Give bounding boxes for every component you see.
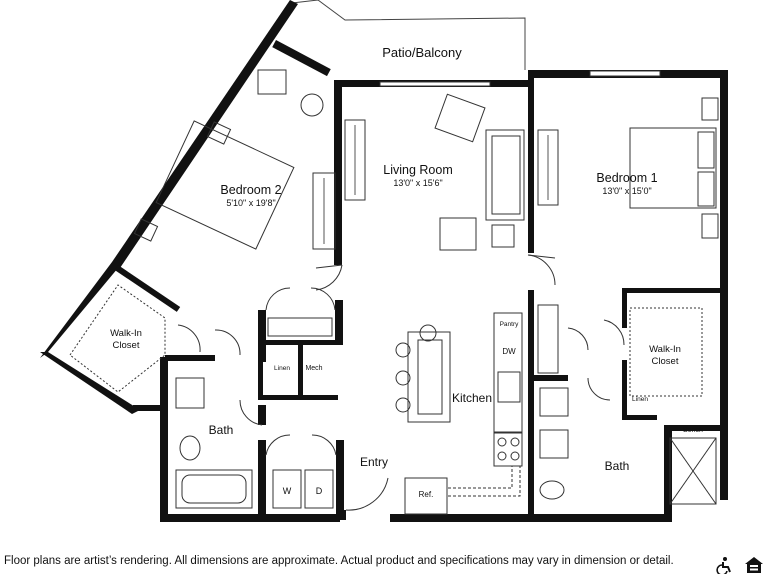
kitchen-label: Kitchen [452,391,492,405]
footer-logos [716,556,764,574]
walkin-closet-right-label-1: Walk-In [649,344,681,355]
walkin-closet-left-label-2: Closet [113,340,140,351]
kitchen-fixtures [395,312,523,515]
bath-right-label: Bath [605,459,630,473]
disclaimer: Floor plans are artist’s rendering. All … [4,555,674,567]
equal-housing-icon [745,557,763,573]
bedroom1-dims: 13'0" x 15'0" [602,186,651,196]
dw-label: DW [502,347,516,356]
patio [291,0,526,70]
exterior-walls [40,0,728,522]
interior-walls [112,78,722,520]
living-room-dims: 13'0" x 15'6" [393,178,442,188]
bedroom1-label: Bedroom 1 [596,171,657,185]
accessibility-icon [716,557,731,574]
pantry-label: Pantry [500,321,520,328]
mech-label: Mech [305,365,322,372]
dryer-label: D [316,486,323,496]
bedroom2-label: Bedroom 2 [220,183,281,197]
patio-label: Patio/Balcony [382,45,462,60]
linen-right-label: Linen [632,396,648,403]
living-room-furniture [344,93,525,251]
ref-label: Ref. [419,490,434,499]
bath-left-label: Bath [209,423,234,437]
walkin-closet-left-label-1: Walk-In [110,328,142,339]
bedroom1-furniture [537,97,719,239]
walkin-closet-right-label-2: Closet [652,356,679,367]
living-room-label: Living Room [383,163,452,177]
bedroom2-dims: 5'10" x 19'8" [226,198,275,208]
bedroom2-furniture [133,69,336,250]
linen-left-label: Linen [274,365,290,372]
closet-bath-fixtures [69,284,717,509]
bench-label: Bench [683,427,703,434]
washer-label: W [283,486,292,496]
doors [177,254,625,511]
windows [379,70,661,87]
entry-label: Entry [360,455,388,469]
